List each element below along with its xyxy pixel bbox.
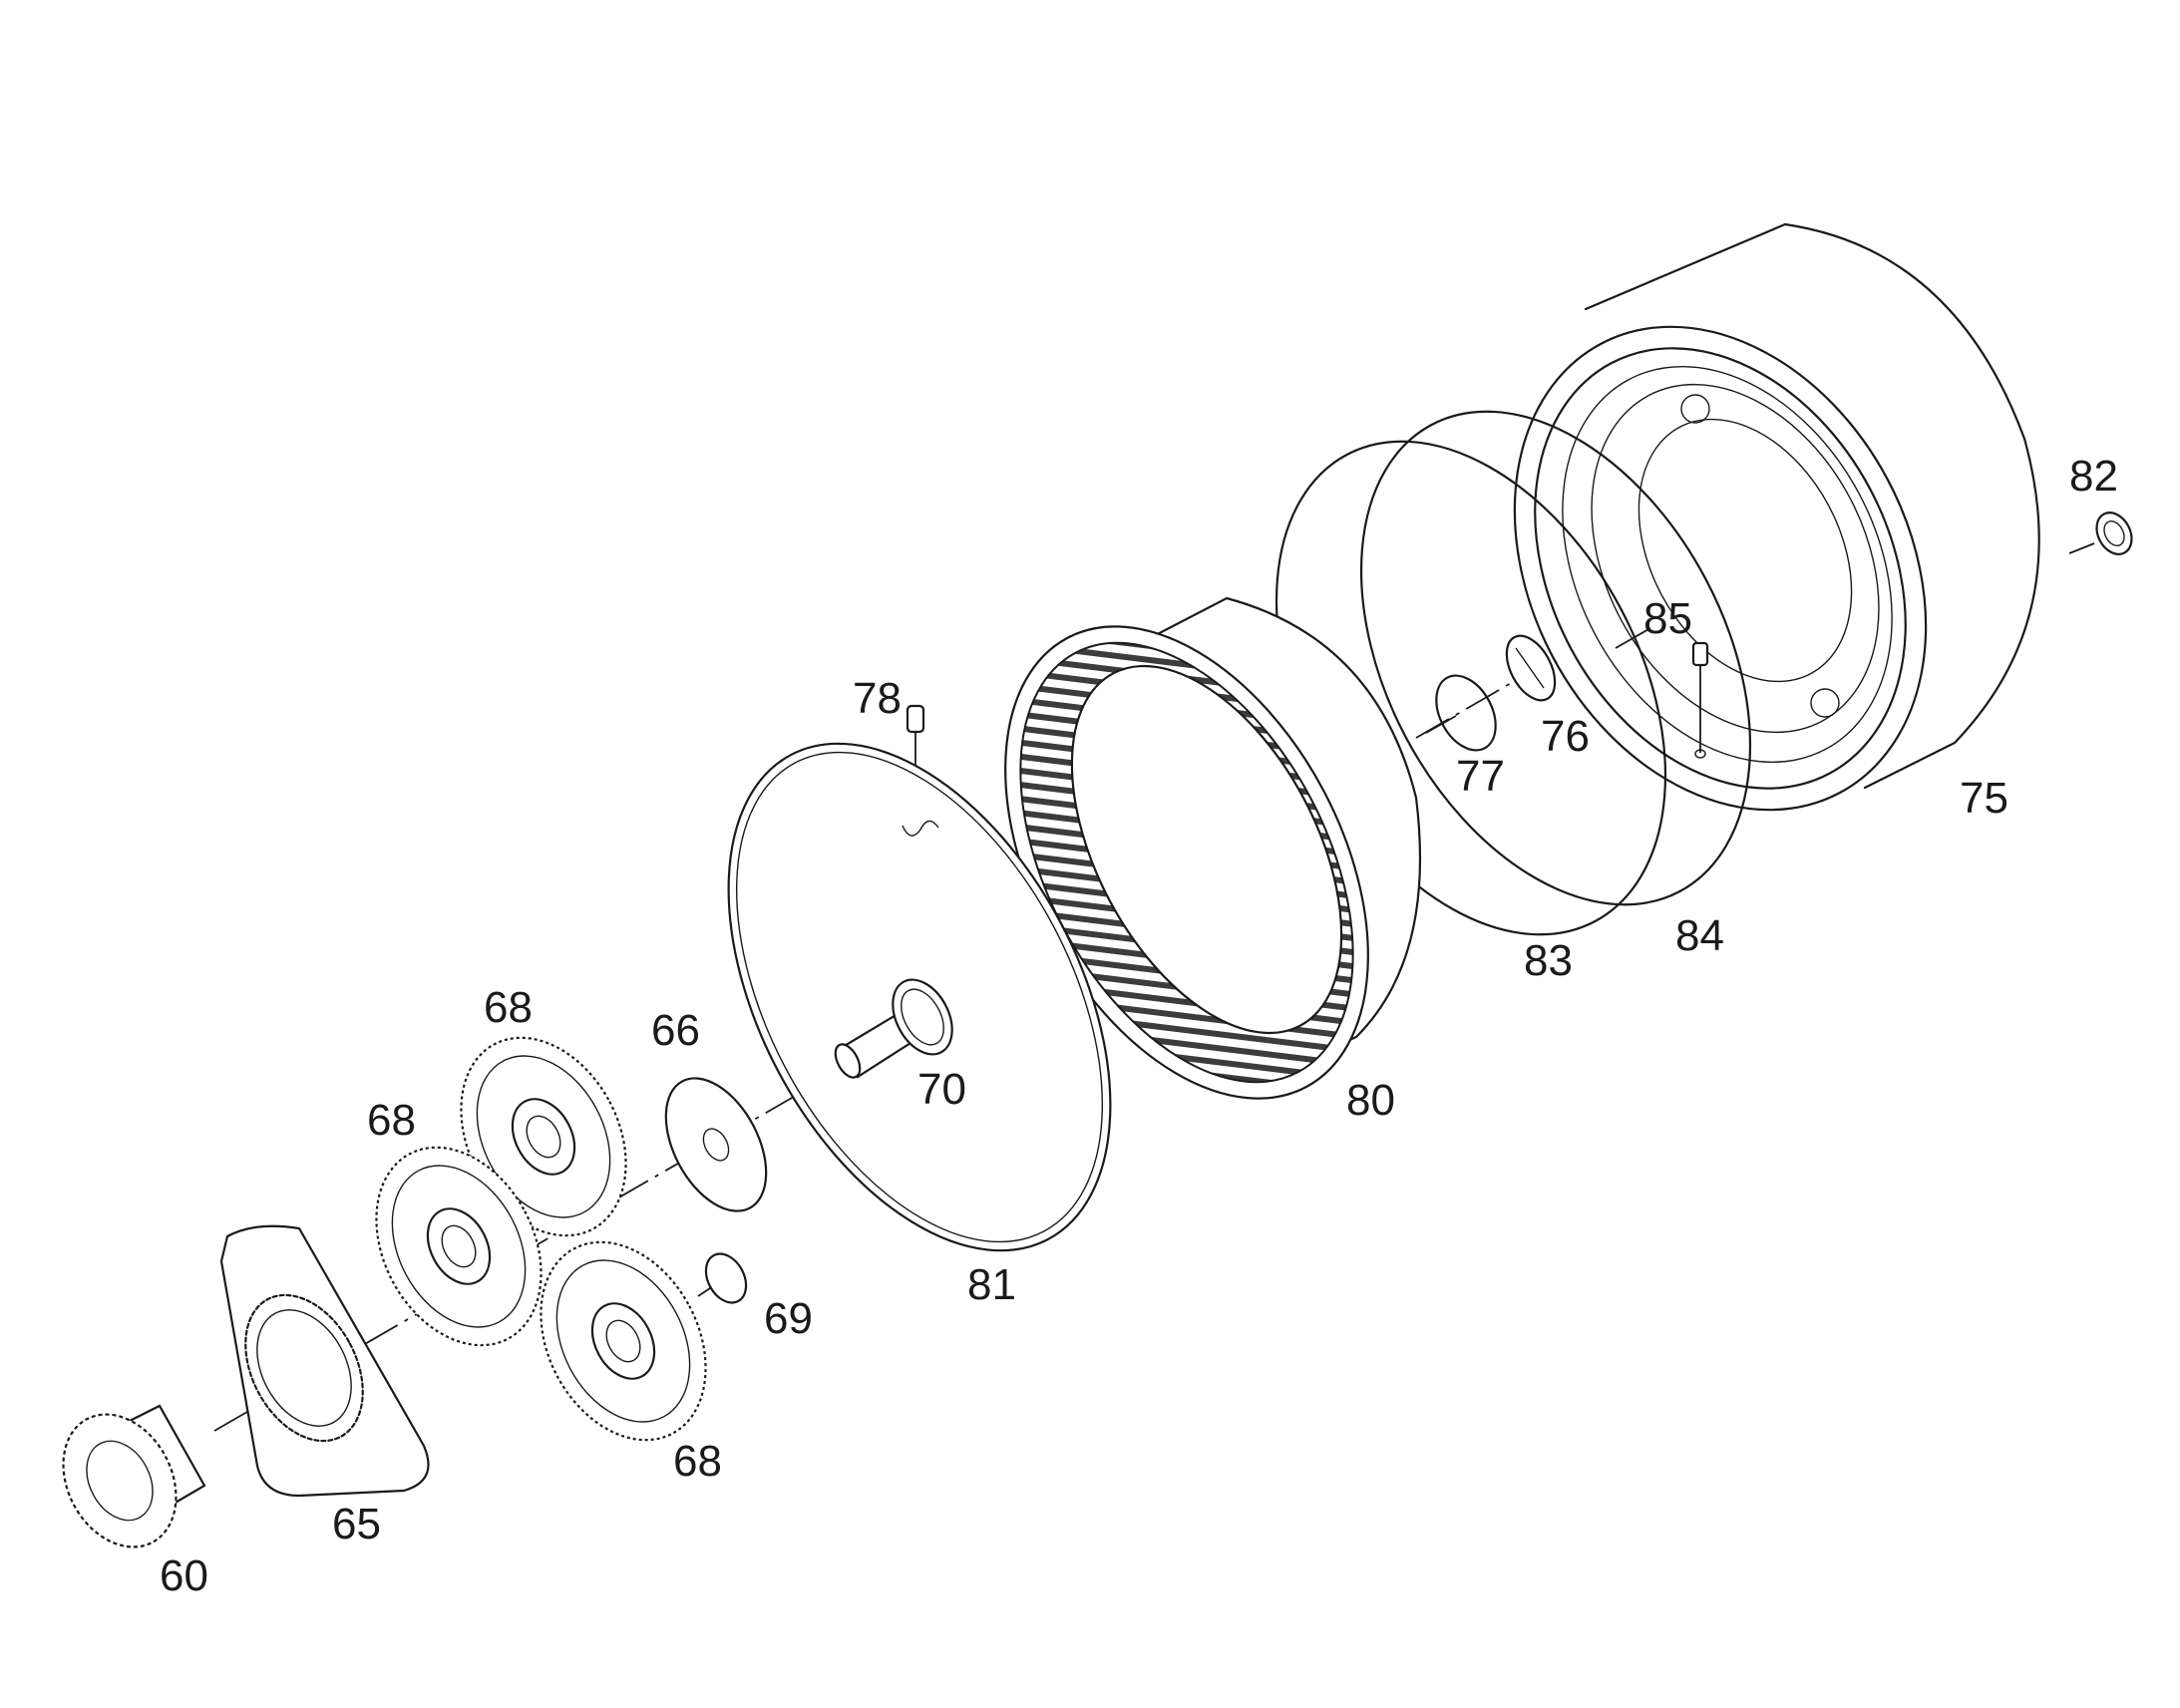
part-85-leader <box>1615 627 1651 649</box>
part-69-retaining-ring <box>704 1252 748 1304</box>
callout-81: 81 <box>967 1260 1016 1309</box>
callout-65: 65 <box>332 1500 381 1548</box>
part-75-housing <box>1513 222 2040 812</box>
part-68-planet-gear-bottom <box>540 1240 707 1442</box>
part-69-leader <box>697 1287 711 1297</box>
part-85-screw <box>1691 641 1709 759</box>
part-70-sun-gear-shaft <box>834 978 953 1079</box>
callout-68-top: 68 <box>484 983 533 1032</box>
callout-68-left: 68 <box>367 1096 416 1145</box>
callout-82: 82 <box>2069 452 2118 501</box>
callout-78: 78 <box>853 674 902 723</box>
part-76-plug <box>1505 634 1557 702</box>
callout-68-bottom: 68 <box>673 1437 722 1486</box>
callout-84: 84 <box>1675 911 1724 960</box>
callout-80: 80 <box>1346 1076 1395 1125</box>
callout-69: 69 <box>764 1294 813 1343</box>
part-77-snap-ring <box>1435 674 1497 752</box>
callout-85: 85 <box>1643 594 1692 643</box>
part-65-planet-carrier <box>219 1224 430 1498</box>
callout-76: 76 <box>1541 712 1590 761</box>
part-60-gear <box>62 1404 206 1548</box>
callout-75: 75 <box>1960 774 2008 823</box>
part-68-planet-gear-left <box>375 1146 543 1347</box>
callout-70: 70 <box>917 1065 966 1114</box>
callout-83: 83 <box>1524 936 1573 985</box>
part-77-leader <box>1425 715 1457 734</box>
part-80-ring-gear <box>1004 596 1422 1100</box>
part-66-thrust-washer <box>664 1077 768 1212</box>
callout-66: 66 <box>651 1006 700 1055</box>
callout-60: 60 <box>160 1551 208 1600</box>
part-82-plug <box>2068 512 2133 555</box>
part-84-o-ring <box>1359 410 1752 906</box>
callout-77: 77 <box>1456 752 1505 801</box>
